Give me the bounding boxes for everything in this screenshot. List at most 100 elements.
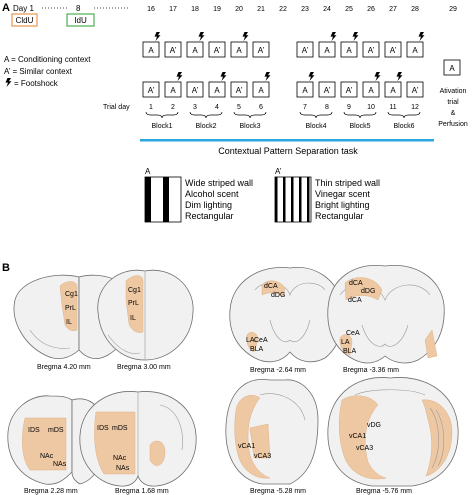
shock-icon bbox=[5, 78, 12, 87]
context-a-prime-text: A’ bbox=[192, 86, 199, 95]
block-bracket bbox=[387, 111, 421, 119]
striatum-roi-right bbox=[149, 440, 166, 466]
context-row-1: A A’ A A’ A A’ A’ A A A’ A’ A bbox=[142, 32, 425, 58]
context-a-prime-text: A’ bbox=[214, 46, 221, 55]
region-label: IL bbox=[130, 315, 136, 322]
block-label: Block3 bbox=[239, 123, 260, 130]
day-number: 21 bbox=[257, 6, 265, 13]
context-box-a bbox=[186, 41, 204, 58]
shock-icon bbox=[242, 32, 249, 41]
block-label: Block6 bbox=[393, 123, 414, 130]
region-label-cea: CeA bbox=[254, 337, 268, 344]
ventral-hippocampus-roi-right bbox=[421, 399, 453, 477]
shock-icon bbox=[308, 72, 315, 81]
context-a-text: A bbox=[324, 46, 330, 55]
brain-section-ventral-hippocampus-5.28: vCA1 vCA3 bbox=[225, 378, 319, 485]
context-box-a bbox=[142, 41, 160, 58]
region-label: NAs bbox=[116, 465, 130, 472]
context-a-prime-feature: Vinegar scent bbox=[315, 189, 370, 199]
cldu-label: CldU bbox=[16, 16, 34, 25]
context-a-prime-panel: A’ Thin striped wall Vinegar scent Brigh… bbox=[274, 167, 380, 223]
shock-icon bbox=[352, 32, 359, 41]
activation-line-2: trial bbox=[447, 99, 459, 106]
block-label: Block1 bbox=[151, 123, 172, 130]
region-label: IDS bbox=[97, 425, 109, 432]
day-number: 22 bbox=[279, 6, 287, 13]
context-a-text: A bbox=[170, 86, 176, 95]
day-number: 24 bbox=[323, 6, 331, 13]
context-a-panel: A Wide striped wall Alcohol scent Dim li… bbox=[144, 167, 253, 223]
striatum-roi bbox=[22, 417, 67, 471]
context-a-prime-panel-label: A’ bbox=[275, 167, 282, 176]
brain-section-dorsal-hippocampus-2.64: dCA dDG LA CeA BLA bbox=[229, 266, 344, 363]
day-1-label: Day 1 bbox=[13, 4, 34, 13]
context-a-feature: Rectangular bbox=[185, 211, 234, 221]
context-a-feature: Dim lighting bbox=[185, 200, 232, 210]
context-box-a bbox=[208, 81, 226, 98]
context-box-a bbox=[384, 81, 402, 98]
context-a-feature: Wide striped wall bbox=[185, 178, 253, 188]
region-label: BLA bbox=[343, 348, 357, 355]
bregma-label: Bregma 4.20 mm bbox=[37, 364, 91, 371]
region-label: dDG bbox=[271, 292, 285, 299]
shock-icon bbox=[396, 72, 403, 81]
shock-icon bbox=[220, 72, 227, 81]
activation-box-text: A bbox=[449, 64, 455, 73]
amygdala-roi bbox=[339, 334, 353, 356]
shock-icon bbox=[418, 32, 425, 41]
context-box-a bbox=[296, 81, 314, 98]
panel-a-label: A bbox=[2, 2, 10, 14]
context-box-a-prime bbox=[384, 41, 402, 58]
activation-trial: A Ativation trial & Perfusion bbox=[438, 59, 468, 128]
brain-contour bbox=[361, 324, 409, 347]
day-number: 28 bbox=[411, 6, 419, 13]
shock-icon bbox=[176, 72, 183, 81]
context-a-prime-text: A’ bbox=[302, 46, 309, 55]
context-a-prime-feature: Thin striped wall bbox=[315, 178, 380, 188]
context-a-prime-text: A’ bbox=[368, 46, 375, 55]
legend-conditioning: A = Conditioning context bbox=[4, 55, 91, 64]
context-a-text: A bbox=[390, 86, 396, 95]
context-a-prime-feature: Bright lighting bbox=[315, 200, 370, 210]
region-label: LA bbox=[246, 337, 255, 344]
day-number: 26 bbox=[367, 6, 375, 13]
day-numbers: 16 17 18 19 20 21 22 23 24 25 26 27 28 2… bbox=[147, 6, 457, 13]
ventral-hippocampus-roi bbox=[234, 395, 271, 479]
region-label: Cg1 bbox=[65, 291, 78, 298]
region-label: IL bbox=[66, 319, 72, 326]
context-a-prime-text: A’ bbox=[236, 86, 243, 95]
idu-label: IdU bbox=[74, 16, 87, 25]
cldu-box bbox=[11, 13, 38, 27]
shock-icon bbox=[264, 72, 271, 81]
context-a-prime-text: A’ bbox=[324, 86, 331, 95]
striatum-roi bbox=[94, 411, 136, 475]
shock-icon bbox=[374, 72, 381, 81]
trial-day-number: 11 bbox=[389, 104, 396, 111]
brain-contour bbox=[354, 389, 426, 396]
brain-section-striatum-1.68: IDS mDS NAc NAs bbox=[79, 391, 197, 487]
activation-box bbox=[443, 59, 461, 76]
context-a-text: A bbox=[236, 46, 242, 55]
day-number: 29 bbox=[449, 6, 457, 13]
thin-striped-wall bbox=[274, 176, 312, 223]
context-a-feature: Alcohol scent bbox=[185, 189, 239, 199]
context-a-text: A bbox=[192, 46, 198, 55]
brain-section-ventral-hippocampus-5.76: vDG vCA1 vCA3 bbox=[327, 377, 459, 487]
block-bracket bbox=[233, 111, 267, 119]
context-box-a-prime bbox=[340, 81, 358, 98]
trial-day-number: 1 bbox=[149, 104, 153, 111]
block-label: Block5 bbox=[349, 123, 370, 130]
dorsal-hippocampus-roi bbox=[344, 277, 383, 301]
context-row-2: A’ A A’ A A’ A A A’ A’ A A A’ bbox=[142, 72, 424, 98]
region-label: Cg1 bbox=[128, 287, 141, 294]
context-a-panel-label: A bbox=[145, 167, 151, 176]
block-label: Block4 bbox=[305, 123, 326, 130]
block-bracket bbox=[343, 111, 377, 119]
region-label: dDG bbox=[361, 288, 375, 295]
trial-day-label: Trial day bbox=[103, 104, 130, 111]
region-label: mDS bbox=[112, 425, 128, 432]
day-number: 18 bbox=[191, 6, 199, 13]
block-bracket bbox=[299, 111, 333, 119]
mpfc-roi bbox=[59, 281, 78, 331]
